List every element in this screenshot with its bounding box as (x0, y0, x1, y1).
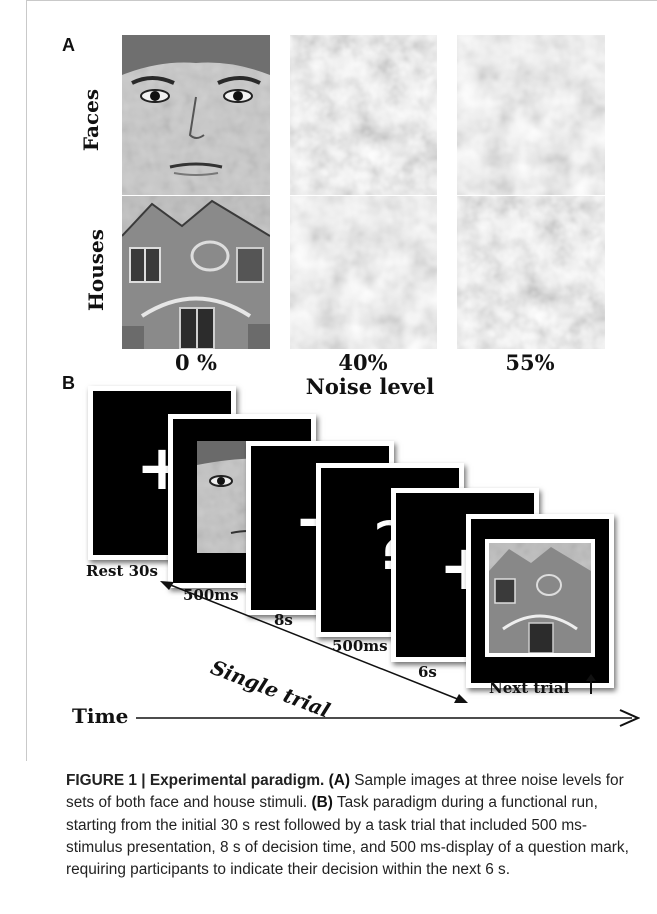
face-image-40-percent (290, 35, 437, 195)
figure-caption: FIGURE 1 | Experimental paradigm. (A) Sa… (66, 770, 640, 881)
up-arrow-icon (586, 674, 596, 694)
noise-level-axis-title: Noise level (305, 374, 435, 399)
time-arrow (136, 709, 640, 727)
decision-duration-label: 8s (274, 611, 293, 629)
row-label-houses: Houses (84, 228, 109, 312)
face-image-55-percent (457, 35, 605, 195)
next-trial-card (466, 514, 614, 688)
row-label-faces: Faces (79, 88, 104, 152)
panel-b-letter: B (62, 373, 75, 393)
panel-a-letter: A (62, 35, 75, 55)
time-axis-label: Time (72, 704, 129, 728)
noise-label-55: 55% (505, 350, 555, 375)
house-image-55-percent (457, 196, 605, 349)
noise-label-0: 0 % (175, 350, 217, 375)
caption-b-tag: (B) (311, 794, 333, 812)
next-trial-label: Next trial (489, 679, 570, 697)
caption-a-text: Sample images at three noise levels for … (66, 772, 624, 812)
response-duration-label: 6s (418, 663, 437, 681)
face-image-0-percent (122, 35, 270, 195)
face-duration-label: 500ms (183, 586, 239, 604)
caption-a-tag: (A) (328, 772, 350, 789)
house-stimulus-frame (485, 539, 595, 657)
single-trial-arrow (160, 581, 468, 703)
caption-figure-label: FIGURE 1 | Experimental paradigm. (66, 772, 325, 789)
rest-duration-label: Rest 30s (86, 562, 158, 580)
house-image-0-percent (122, 196, 270, 349)
caption-b-text: Task paradigm during a functional run, s… (66, 794, 629, 879)
figure-frame (26, 0, 657, 761)
question-duration-label: 500ms (332, 637, 388, 655)
house-image-40-percent (290, 196, 437, 349)
noise-label-40: 40% (338, 350, 388, 375)
